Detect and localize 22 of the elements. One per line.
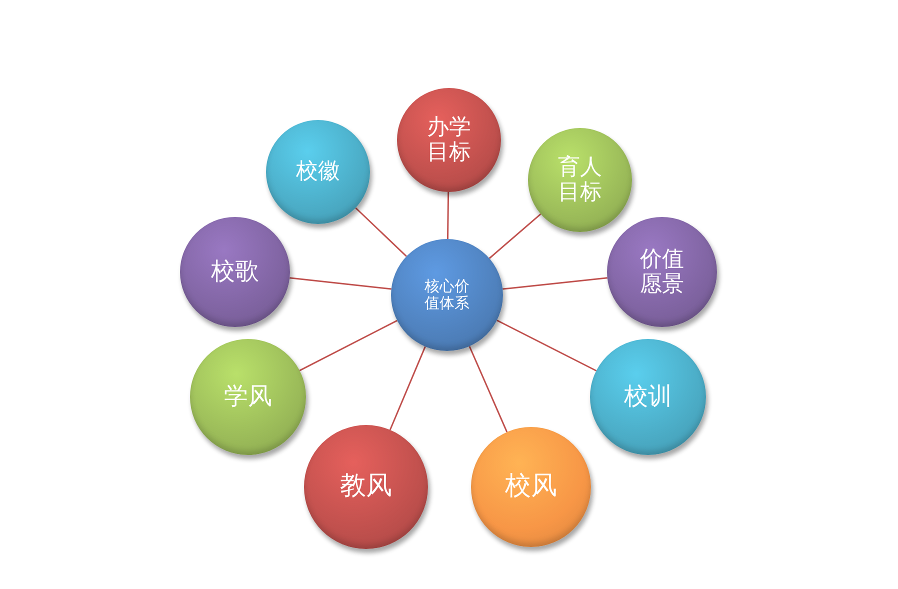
center-circle [391, 239, 503, 351]
node-label: 校歌 [210, 258, 260, 286]
node-label: 办学目标 [426, 114, 472, 166]
topic-circle [528, 128, 632, 232]
node-label: 学风 [223, 383, 273, 411]
node-label: 核心价值体系 [424, 278, 470, 312]
connector-line [496, 320, 597, 372]
connector-line [389, 346, 426, 430]
topic-circle [607, 217, 717, 327]
node-label: 育人目标 [557, 154, 603, 206]
node-label: 校徽 [295, 159, 341, 185]
connector-line [299, 320, 398, 372]
node-label: 校风 [504, 472, 558, 502]
node-label: 价值愿景 [639, 246, 685, 298]
node-label: 教风 [339, 472, 393, 502]
connector-line [468, 346, 508, 432]
connector-line [446, 192, 450, 240]
node-label: 校训 [623, 383, 673, 411]
connector-line [355, 207, 407, 257]
connector-line [488, 213, 542, 259]
connector-line [502, 277, 608, 290]
connector-line [290, 277, 392, 290]
